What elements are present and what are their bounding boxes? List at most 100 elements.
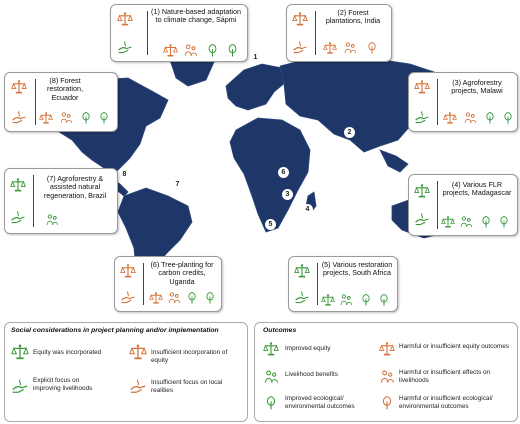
improved-eco-icon bbox=[359, 293, 373, 307]
improved-eco-icon bbox=[377, 293, 391, 307]
case-card-6[interactable]: (6) Tree-planting for carbon credits, Ug… bbox=[114, 256, 222, 312]
harmful-livelihood-icon bbox=[59, 111, 73, 125]
improved-equity-icon bbox=[263, 341, 279, 357]
equity-incorporated-icon bbox=[10, 177, 26, 193]
case-title-2: (2) Forest plantations, India bbox=[325, 8, 381, 26]
improved-eco-icon bbox=[483, 111, 497, 125]
insufficient-equity-icon bbox=[117, 11, 133, 27]
asia-shape bbox=[279, 55, 451, 153]
card-divider bbox=[437, 181, 438, 229]
card-divider bbox=[437, 79, 438, 125]
harmful-equity-icon bbox=[443, 111, 457, 125]
africa-shape bbox=[229, 117, 311, 233]
legend-text: Insufficient focus on local realities bbox=[151, 379, 223, 394]
europe-shape bbox=[225, 63, 287, 111]
insufficient-local-icon bbox=[11, 109, 27, 125]
card-divider bbox=[317, 263, 318, 305]
case-card-4[interactable]: (4) Various FLR projects, Madagascar bbox=[408, 174, 518, 236]
livelihoods-focus-icon bbox=[117, 39, 133, 55]
equity-incorporated-icon bbox=[11, 343, 29, 361]
livelihoods-focus-icon bbox=[414, 211, 430, 227]
case-title-5: (5) Various restoration projects, South … bbox=[321, 260, 393, 278]
insufficient-equity-icon bbox=[129, 343, 147, 361]
insufficient-local-icon bbox=[129, 377, 147, 395]
harmful-eco-icon bbox=[379, 395, 395, 411]
legend-text: Improved ecological/ environmental outco… bbox=[285, 395, 355, 410]
insufficient-equity-icon bbox=[414, 79, 430, 95]
case-title-8: (8) Forest restoration, Ecuador bbox=[47, 76, 83, 102]
card-divider bbox=[35, 79, 36, 125]
case-card-2[interactable]: (2) Forest plantations, India bbox=[286, 4, 392, 62]
case-card-7[interactable]: (7) Agroforestry & assisted natural rege… bbox=[4, 168, 118, 234]
case-card-1[interactable]: (1) Nature-based adaptation to climate c… bbox=[110, 4, 248, 62]
legend-text: Insufficient incorporation of equity bbox=[151, 349, 228, 364]
marker-4[interactable]: 4 bbox=[302, 204, 313, 215]
se-asia-shape bbox=[379, 149, 409, 173]
legend-text: Equity was incorporated bbox=[33, 349, 102, 356]
insufficient-equity-icon bbox=[11, 79, 27, 95]
card-divider bbox=[33, 175, 34, 227]
legend-text: Explicit focus on improving livelihoods bbox=[33, 377, 93, 392]
harmful-livelihood-icon bbox=[167, 291, 181, 305]
card-divider bbox=[147, 11, 148, 55]
case-card-8[interactable]: (8) Forest restoration, Ecuador bbox=[4, 72, 118, 132]
legend-text: Harmful or insufficient equity outcomes bbox=[399, 343, 509, 350]
case-card-5[interactable]: (5) Various restoration projects, South … bbox=[288, 256, 398, 312]
legend-outcomes-title: Outcomes bbox=[263, 327, 297, 334]
improved-eco-icon bbox=[97, 111, 111, 125]
legend-text: Improved equity bbox=[285, 345, 331, 352]
harmful-livelihood-icon bbox=[343, 41, 357, 55]
insufficient-local-icon bbox=[120, 289, 136, 305]
improved-eco-icon bbox=[497, 215, 511, 229]
improved-equity-icon bbox=[321, 293, 335, 307]
equity-incorporated-icon bbox=[294, 263, 310, 279]
marker-6[interactable]: 6 bbox=[278, 167, 289, 178]
case-title-7: (7) Agroforestry & assisted natural rege… bbox=[43, 174, 107, 200]
improved-eco-icon bbox=[225, 43, 240, 58]
livelihoods-focus-icon bbox=[294, 289, 310, 305]
legend-text: Harmful or insufficient ecological/ envi… bbox=[399, 395, 493, 410]
card-divider bbox=[143, 263, 144, 305]
insufficient-equity-icon bbox=[120, 263, 136, 279]
marker-1[interactable]: 1 bbox=[250, 52, 261, 63]
legend-text: Harmful or insufficient effects on livel… bbox=[399, 369, 491, 384]
improved-eco-icon bbox=[479, 215, 493, 229]
livelihood-benefits-icon bbox=[459, 215, 473, 229]
improved-eco-icon bbox=[501, 111, 515, 125]
livelihood-benefits-icon bbox=[339, 293, 353, 307]
improved-equity-icon bbox=[441, 215, 455, 229]
harmful-equity-icon bbox=[323, 41, 337, 55]
world-map bbox=[39, 53, 457, 287]
livelihoods-focus-icon bbox=[11, 377, 29, 395]
case-title-6: (6) Tree-planting for carbon credits, Ug… bbox=[150, 260, 214, 286]
case-title-4: (4) Various FLR projects, Madagascar bbox=[442, 180, 512, 198]
marker-7[interactable]: 7 bbox=[172, 179, 183, 190]
legend-social: Social considerations in project plannin… bbox=[4, 322, 248, 422]
livelihoods-focus-icon bbox=[10, 209, 26, 225]
legend-outcomes: Outcomes Improved equity Harmful or insu… bbox=[254, 322, 518, 422]
marker-2[interactable]: 2 bbox=[344, 127, 355, 138]
case-card-3[interactable]: (3) Agroforestry projects, Malawi bbox=[408, 72, 518, 132]
marker-8[interactable]: 8 bbox=[119, 169, 130, 180]
case-title-3: (3) Agroforestry projects, Malawi bbox=[451, 78, 503, 96]
livelihood-benefits-icon bbox=[45, 213, 59, 227]
improved-eco-icon bbox=[203, 291, 217, 305]
legend-social-title: Social considerations in project plannin… bbox=[11, 327, 219, 334]
improved-eco-icon bbox=[263, 395, 279, 411]
case-title-1: (1) Nature-based adaptation to climate c… bbox=[151, 7, 241, 25]
improved-eco-icon bbox=[185, 291, 199, 305]
harmful-equity-icon bbox=[379, 341, 395, 357]
marker-3[interactable]: 3 bbox=[282, 189, 293, 200]
livelihood-benefits-icon bbox=[263, 369, 279, 385]
legend-text: Livelihood benefits bbox=[285, 371, 338, 378]
harmful-equity-icon bbox=[163, 43, 178, 58]
harmful-livelihood-icon bbox=[463, 111, 477, 125]
improved-eco-icon bbox=[205, 43, 220, 58]
insufficient-equity-icon bbox=[292, 11, 308, 27]
harmful-equity-icon bbox=[149, 291, 163, 305]
harmful-eco-icon bbox=[365, 41, 379, 55]
harmful-livelihood-icon bbox=[183, 43, 198, 58]
harmful-livelihood-icon bbox=[379, 369, 395, 385]
marker-5[interactable]: 5 bbox=[265, 219, 276, 230]
livelihoods-focus-icon bbox=[414, 109, 430, 125]
